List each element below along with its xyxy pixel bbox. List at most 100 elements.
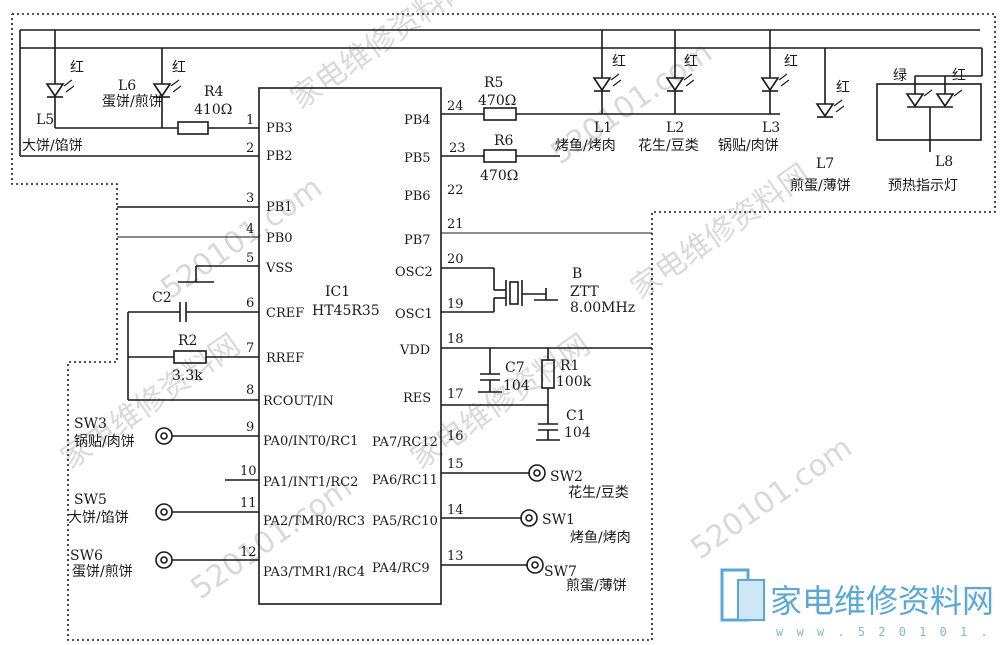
pin-name: PA2/TMR0/RC3 <box>263 514 365 529</box>
l3-color: 红 <box>784 54 798 70</box>
sw3-ref: SW3 <box>74 416 107 432</box>
r6-ref: R6 <box>494 133 514 149</box>
l5-ref: L5 <box>36 112 54 128</box>
l8-color-green: 绿 <box>893 68 907 84</box>
sw5-ref: SW5 <box>74 492 107 508</box>
l7-function: 煎蛋/薄饼 <box>790 178 851 194</box>
l8-color-red: 红 <box>952 68 966 84</box>
pin-number: 2 <box>246 141 254 156</box>
watermark-text: 520101.com <box>185 470 359 607</box>
pin-number: 12 <box>240 545 257 560</box>
pin-name: CREF <box>266 306 304 321</box>
led-l6: 红 L6 蛋饼/煎饼 <box>102 48 186 128</box>
right-pins: R5 470Ω 24 PB4 R6 470Ω 23 PB5 22 PB6 21 … <box>372 75 780 576</box>
led-l7: 红 L7 煎蛋/薄饼 <box>790 48 851 194</box>
pin-number: 15 <box>447 457 464 472</box>
pin-name: PA3/TMR1/RC4 <box>263 565 365 580</box>
l6-function: 蛋饼/煎饼 <box>102 94 163 110</box>
sw2-function: 花生/豆类 <box>568 485 629 501</box>
pin-number: 3 <box>246 191 254 206</box>
l1-color: 红 <box>612 54 626 70</box>
pin-name: PB4 <box>404 113 431 128</box>
r1-value: 100k <box>556 374 592 390</box>
pin-name: VSS <box>265 261 293 276</box>
watermark-text: 家电维修资料网 <box>625 157 817 306</box>
switch-sw3: SW3 锅贴/肉饼 <box>74 416 173 450</box>
pin-name: PB0 <box>266 231 293 246</box>
sw2-ref: SW2 <box>550 469 583 485</box>
l1-function: 烤鱼/烤肉 <box>555 137 616 154</box>
pin-number: 8 <box>246 383 254 398</box>
pin-name: PA1/INT1/RC2 <box>263 475 358 490</box>
pin-name: PA6/RC11 <box>372 473 438 488</box>
l7-color: 红 <box>836 80 850 96</box>
sw6-function: 蛋饼/煎饼 <box>72 564 133 580</box>
logo-url: w w w . 5 2 0 1 0 1 . c o m <box>776 625 1000 639</box>
logo-text: 家电维修资料网 <box>770 582 994 620</box>
pin-number: 5 <box>246 251 254 266</box>
c7-ref: C7 <box>505 360 525 376</box>
sw1-function: 烤鱼/烤肉 <box>570 529 631 546</box>
pin-name: PA4/RC9 <box>372 561 430 576</box>
board-outline <box>11 13 996 641</box>
pin-number: 9 <box>246 420 254 435</box>
c1-value: 104 <box>564 425 591 441</box>
r1-ref: R1 <box>560 358 579 374</box>
ic-ref: IC1 <box>325 284 350 300</box>
pin-name: RREF <box>266 351 304 366</box>
watermark-text: 520101.com <box>685 430 859 567</box>
top-bus <box>19 29 983 157</box>
l6-ref: L6 <box>118 78 136 94</box>
r5-value: 470Ω <box>478 93 516 109</box>
pin-number: 4 <box>246 222 254 237</box>
c7-value: 104 <box>503 378 530 394</box>
l1-ref: L1 <box>594 120 612 136</box>
led-l8: 绿 红 L8 预热指示灯 <box>876 68 982 194</box>
pin-name: PA0/INT0/RC1 <box>263 434 358 449</box>
pin-name: PB1 <box>266 200 293 215</box>
watermark-text: 520101.com <box>155 170 329 307</box>
switch-sw1: SW1 烤鱼/烤肉 <box>520 509 631 546</box>
l5-function: 大饼/馅饼 <box>22 138 83 154</box>
pin-number: 18 <box>447 332 464 347</box>
led-l5: 红 L5 大饼/馅饼 <box>22 30 178 154</box>
pin-number: 19 <box>447 297 464 312</box>
pin-name: PA5/RC10 <box>372 514 438 529</box>
l7-ref: L7 <box>816 156 834 172</box>
pin-number: 6 <box>246 296 254 311</box>
pin-name: PB7 <box>404 233 431 248</box>
pin-number: 11 <box>240 496 257 511</box>
switch-sw2: SW2 花生/豆类 <box>528 464 629 501</box>
pin-name: PB6 <box>404 189 431 204</box>
c2-ref: C2 <box>152 290 172 306</box>
pin-name: OSC1 <box>395 307 433 322</box>
c1-ref: C1 <box>566 408 586 424</box>
pin-name: OSC2 <box>395 265 433 280</box>
pin-name: PB3 <box>266 121 293 136</box>
left-pins: 1 PB3 2 PB2 3 PB1 4 PB0 5 VSS C2 6 CREF … <box>117 113 365 580</box>
pin-number: 24 <box>447 99 464 114</box>
ic-part: HT45R35 <box>312 303 380 319</box>
r2-ref: R2 <box>178 333 197 349</box>
l6-color: 红 <box>172 60 186 76</box>
l3-ref: L3 <box>762 120 780 136</box>
pin-name: RES <box>403 391 431 406</box>
sw6-ref: SW6 <box>70 548 103 564</box>
pin-number: 10 <box>240 464 257 479</box>
l2-color: 红 <box>684 54 698 70</box>
switch-sw5: SW5 大饼/馅饼 <box>68 492 173 526</box>
pin-number: 20 <box>447 252 464 267</box>
l5-color: 红 <box>70 60 84 76</box>
pin-number: 1 <box>246 113 254 128</box>
sw5-function: 大饼/馅饼 <box>68 510 129 526</box>
pin-number: 14 <box>447 503 464 518</box>
r2-value: 3.3k <box>172 368 203 384</box>
l2-ref: L2 <box>666 120 684 136</box>
pin-number: 7 <box>246 341 254 356</box>
watermark-text: 家电维修资料网 <box>405 327 597 476</box>
sw7-function: 煎蛋/薄饼 <box>566 578 627 594</box>
pin-name: RCOUT/IN <box>263 394 334 409</box>
r4-ref: R4 <box>204 84 224 100</box>
r6-value: 470Ω <box>480 168 518 184</box>
